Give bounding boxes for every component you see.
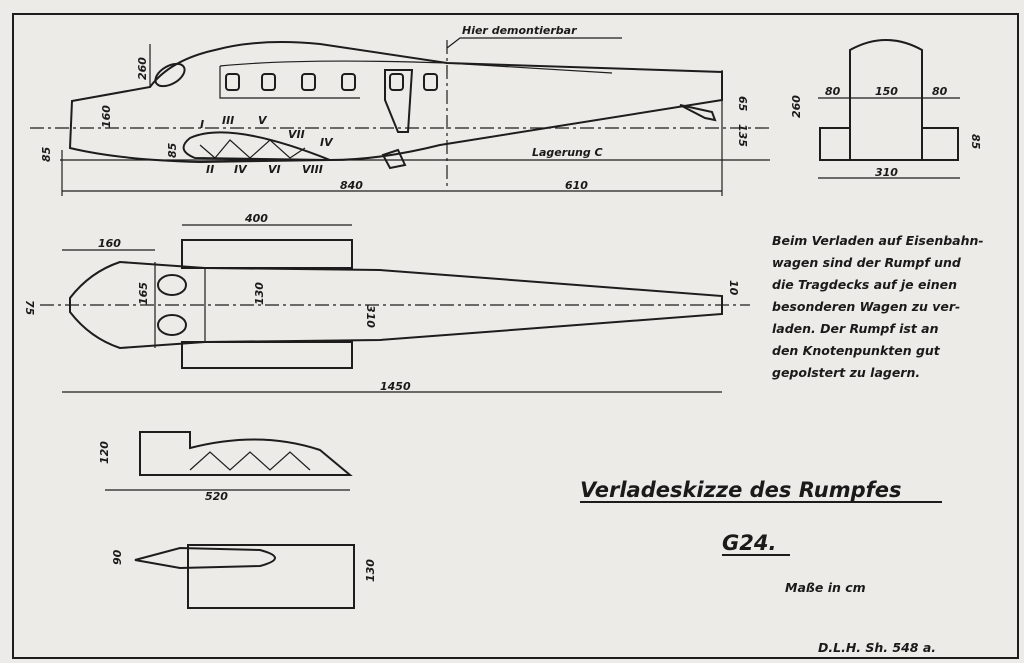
dim-85-wing: 85 <box>166 142 179 158</box>
fuselage-side-outline <box>68 41 723 164</box>
wing-side-truss <box>189 451 311 471</box>
dim-160-plan: 160 <box>98 237 121 250</box>
note-line: laden. Der Rumpf ist an <box>772 321 939 336</box>
dim-130-wing: 130 <box>364 559 377 582</box>
frame-numeral: III <box>222 114 234 127</box>
note-line: den Knotenpunkten gut <box>772 343 941 358</box>
frame-numeral: VI <box>268 163 281 176</box>
note-line: gepolstert zu lagern. <box>772 365 920 380</box>
side-view: Hier demontierbar 840 610 Lagerung C 260… <box>30 24 770 196</box>
sheet-border <box>12 13 1019 659</box>
dim-135: 135 <box>736 124 749 147</box>
frame-numeral: II <box>206 163 214 176</box>
dim-65: 65 <box>736 96 749 112</box>
annotation-hier-demontierbar: Hier demontierbar <box>462 24 577 37</box>
cockpit-window <box>154 62 186 88</box>
leader-line <box>446 37 622 49</box>
dim-610: 610 <box>565 179 588 192</box>
fuselage-plan-outline <box>69 260 723 350</box>
model-number: G24. <box>722 531 776 555</box>
dim-85-front: 85 <box>969 134 982 150</box>
cabin-windows <box>225 73 438 91</box>
front-fuselage <box>849 39 923 161</box>
dim-400: 400 <box>244 212 268 225</box>
drawing-title: Verladeskizze des Rumpfes <box>580 478 901 502</box>
dim-160-side: 160 <box>100 105 113 128</box>
dim-520: 520 <box>205 490 228 503</box>
frame-numeral: I <box>200 118 204 131</box>
dim-80-left: 80 <box>825 85 841 98</box>
tail-skid <box>679 104 717 122</box>
wing-plan-outline <box>187 544 355 609</box>
dim-260-front: 260 <box>790 95 803 118</box>
dim-90: 90 <box>111 549 124 565</box>
dim-130-plan: 130 <box>253 282 266 305</box>
dim-120: 120 <box>98 441 111 464</box>
front-view: 80 150 80 310 260 85 <box>790 39 982 179</box>
dim-75: 75 <box>23 300 36 316</box>
wing-truss <box>199 139 306 159</box>
wing-plan-view: 90 130 <box>111 544 377 609</box>
cabin-sill <box>219 66 360 99</box>
dim-310-front: 310 <box>875 166 898 179</box>
note-line: besonderen Wagen zu ver- <box>772 299 960 314</box>
engine-nacelle-top <box>157 274 187 296</box>
dim-80-right: 80 <box>932 85 948 98</box>
note-line: die Tragdecks auf je einen <box>772 277 957 292</box>
frame-numeral: V <box>258 114 268 127</box>
label-lagerung-c: Lagerung C <box>532 146 603 159</box>
cabin-roof-line <box>219 60 613 74</box>
front-stub-left <box>819 127 851 161</box>
front-stub-right <box>921 127 959 161</box>
wing-root-profile <box>182 131 331 161</box>
engine-nacelle-bottom <box>157 314 187 336</box>
loading-note: Beim Verladen auf Eisenbahn- wagen sind … <box>772 233 984 380</box>
wing-side-outline <box>139 431 353 476</box>
dim-310-plan: 310 <box>364 305 377 328</box>
note-line: Beim Verladen auf Eisenbahn- <box>772 233 984 248</box>
dim-150: 150 <box>875 85 898 98</box>
wing-stub-top <box>181 239 353 269</box>
frame-numeral: VIII <box>302 163 323 176</box>
drawing-number: D.L.H. Sh. 548 a. <box>818 640 936 655</box>
frame-numeral: IV <box>234 163 248 176</box>
landing-gear-stub <box>381 148 407 170</box>
plan-view: 400 160 1450 75 165 130 310 10 <box>23 212 750 393</box>
wing-side-view: 520 120 <box>98 431 353 503</box>
note-line: wagen sind der Rumpf und <box>772 255 962 270</box>
cabin-door <box>384 69 414 133</box>
units-label: Maße in cm <box>785 580 866 595</box>
dim-1450: 1450 <box>380 380 411 393</box>
dim-10: 10 <box>727 280 740 296</box>
dim-165: 165 <box>137 282 150 305</box>
dim-85-nose: 85 <box>40 146 53 162</box>
frame-numeral: VII <box>288 128 305 141</box>
wing-stub-bottom <box>181 341 353 369</box>
engine-plan <box>134 546 276 570</box>
dim-840: 840 <box>340 179 363 192</box>
dim-260-side: 260 <box>136 57 149 80</box>
frame-numeral: IV <box>320 136 334 149</box>
